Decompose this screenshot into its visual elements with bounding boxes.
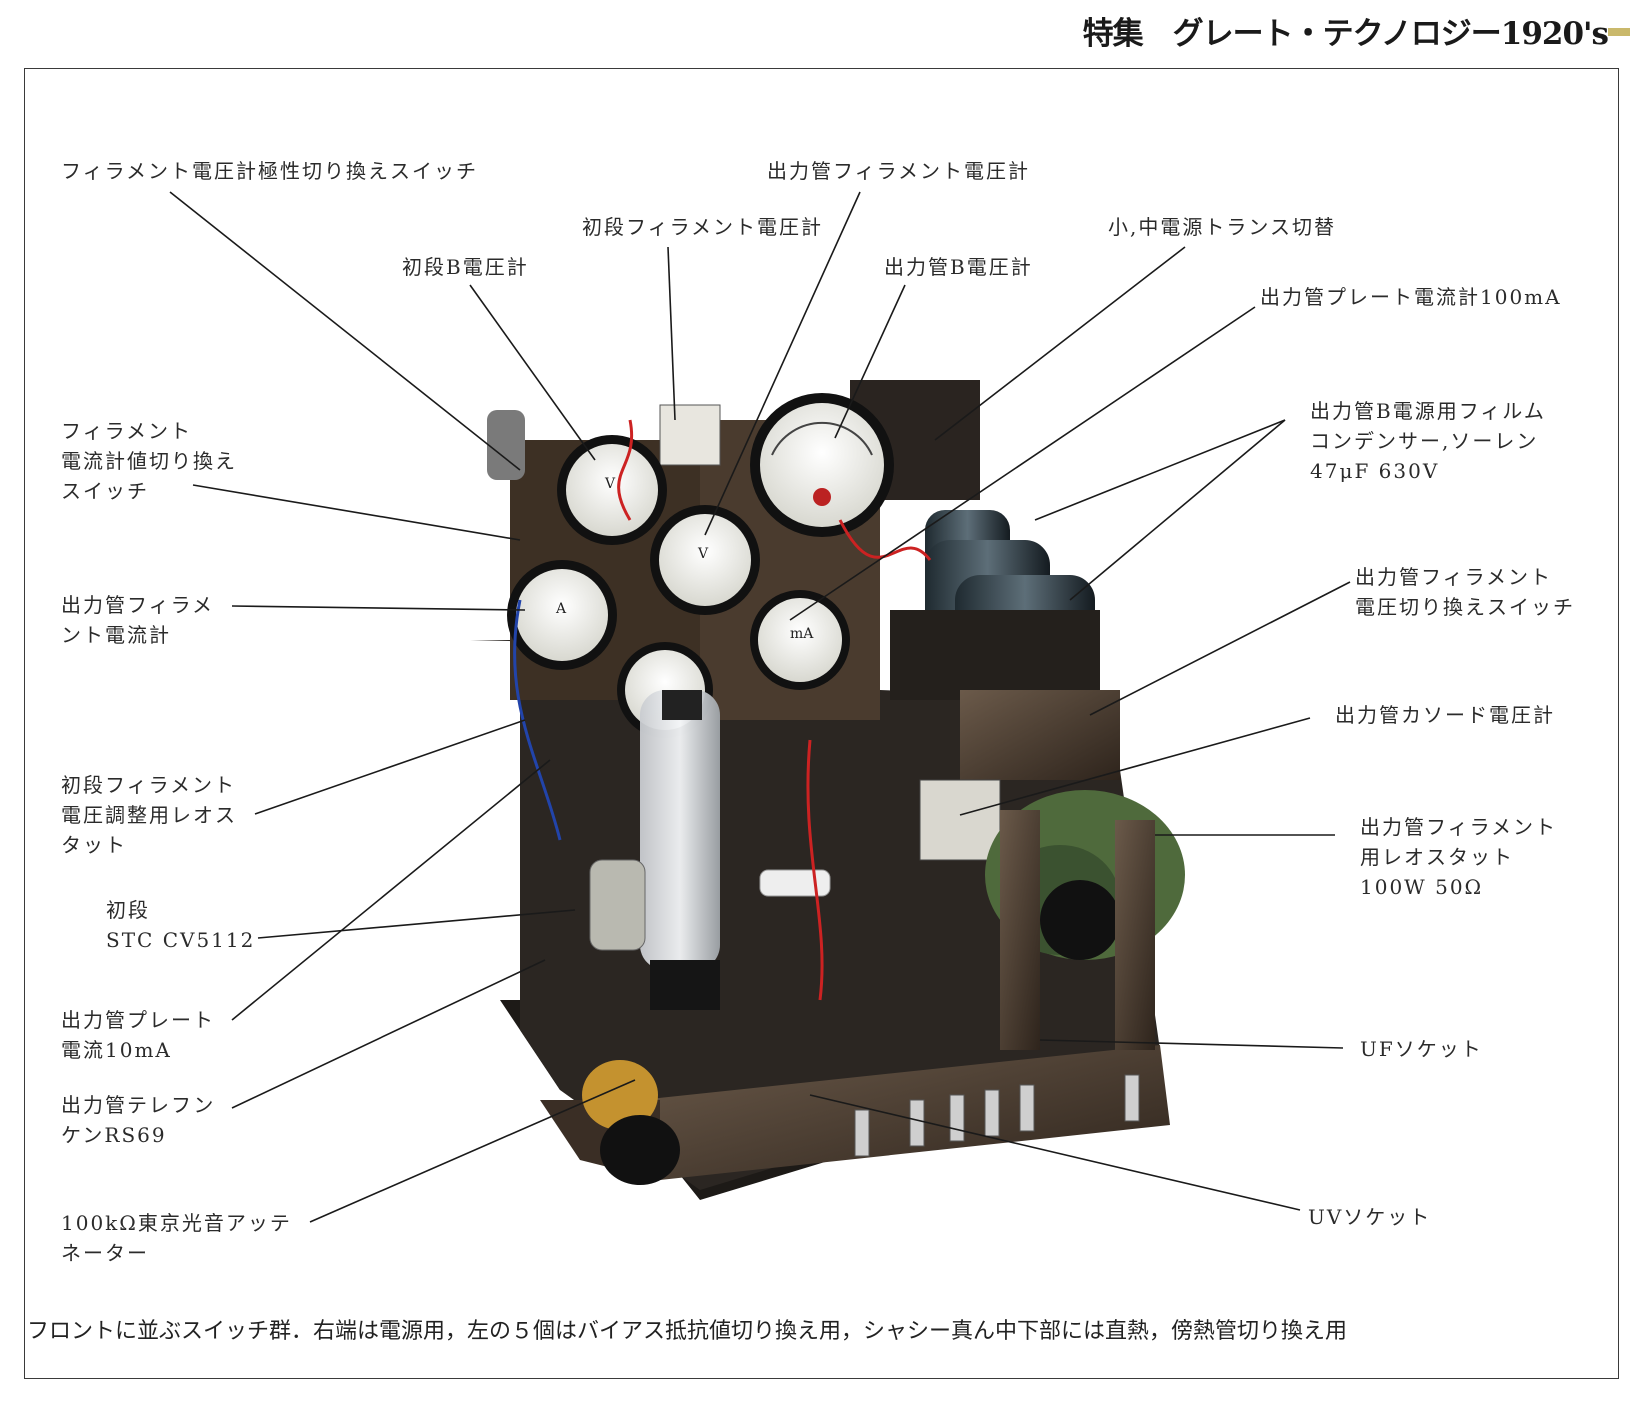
svg-text:mA: mA — [790, 626, 814, 642]
label-output-tube: 出力管テレフンケンRS69 — [61, 1093, 216, 1147]
label-first-rheostat: 初段フィラメント電圧調整用レオスタット — [61, 773, 237, 857]
label-attenuator: 100kΩ東京光音アッテネーター — [61, 1211, 292, 1265]
rheostat — [985, 790, 1185, 1050]
big-meter — [750, 393, 894, 537]
meter-1: V — [557, 435, 667, 545]
label-output-fil-ammeter: 出力管フィラメント電流計 — [61, 593, 214, 647]
label-first-b-voltmeter: 初段B電圧計 — [402, 255, 529, 279]
figure-caption: フロントに並ぶスイッチ群．右端は電源用，左の５個はバイアス抵抗値切り換え用，シャ… — [27, 1319, 1348, 1344]
output-tube — [640, 690, 720, 1010]
figure-frame — [24, 68, 1619, 1379]
label-output-fil-voltage-switch: 出力管フィラメント電圧切り換えスイッチ — [1355, 565, 1575, 619]
attenuator-knob — [582, 1060, 680, 1185]
meter-3: A — [507, 560, 617, 670]
label-first-fil-voltmeter: 初段フィラメント電圧計 — [582, 215, 823, 239]
section-header: 特集 グレート・テクノロジー1920's — [1064, 8, 1609, 53]
label-fil-polarity-switch: フィラメント電圧計極性切り換えスイッチ — [61, 159, 478, 183]
svg-text:V: V — [604, 476, 616, 492]
leader-lines — [169, 191, 1351, 1223]
label-transformer-switch: 小,中電源トランス切替 — [1108, 215, 1336, 239]
label-uf-socket: UFソケット — [1360, 1037, 1483, 1061]
toggle-switches — [854, 1074, 1140, 1157]
meter-2: V — [650, 505, 760, 615]
svg-text:V: V — [697, 546, 709, 562]
label-uv-socket: UVソケット — [1308, 1205, 1432, 1229]
label-cathode-voltmeter: 出力管カソード電圧計 — [1335, 703, 1555, 727]
label-fil-ammeter-switch: フィラメント電流計値切り換えスイッチ — [61, 419, 237, 503]
svg-text:A: A — [555, 601, 567, 617]
label-output-fil-voltmeter: 出力管フィラメント電圧計 — [767, 159, 1030, 183]
label-plate-current-10: 出力管プレート電流10mA — [61, 1008, 215, 1062]
label-output-b-voltmeter: 出力管B電圧計 — [884, 255, 1033, 279]
meter-4: mA — [750, 590, 850, 690]
label-plate-ammeter-100: 出力管プレート電流計100mA — [1260, 285, 1562, 309]
